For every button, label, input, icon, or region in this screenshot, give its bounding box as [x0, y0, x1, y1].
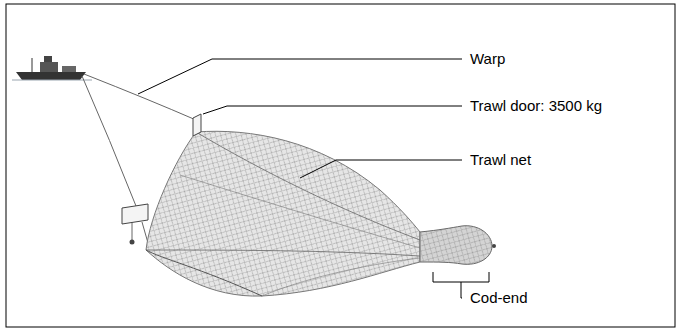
trawl-door — [122, 114, 201, 224]
part-label: Trawl door: 3500 kg — [470, 97, 602, 115]
warp-line — [84, 74, 196, 120]
part-label: Cod-end — [470, 289, 528, 307]
weight — [130, 240, 135, 245]
part-label: Warp — [470, 50, 505, 68]
frame — [6, 4, 675, 327]
cod-end — [420, 226, 496, 265]
part-label: Trawl net — [470, 151, 531, 169]
ship — [12, 56, 92, 80]
warp-line — [82, 76, 136, 206]
trawl-net — [140, 125, 425, 305]
leader-line — [138, 59, 489, 298]
